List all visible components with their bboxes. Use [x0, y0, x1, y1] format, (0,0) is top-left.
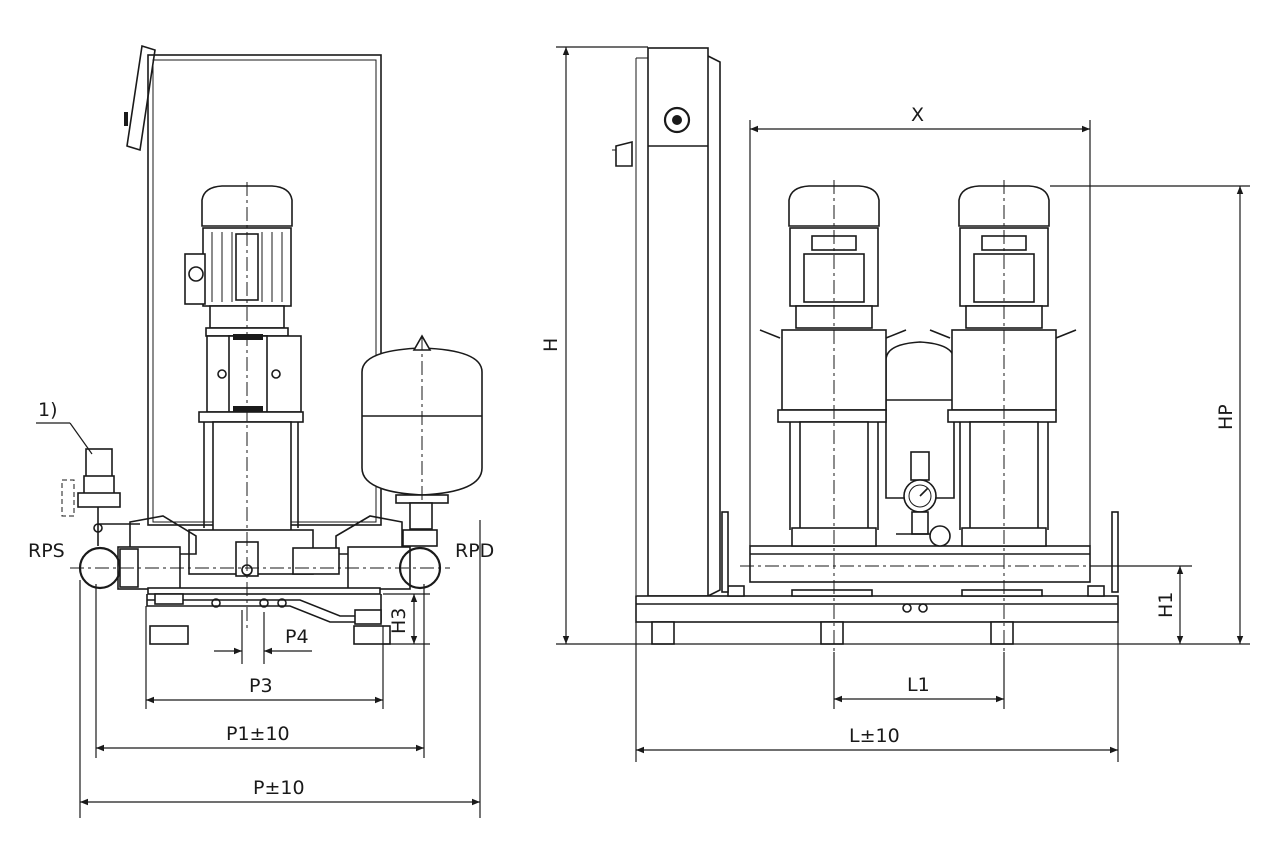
label-hp: HP — [1215, 404, 1237, 430]
label-p1: P1±10 — [226, 723, 290, 745]
side-view: 1) RPS RPD P4 H3 P3 P1±10 P±10 — [28, 44, 494, 818]
label-h1: H1 — [1155, 592, 1177, 618]
side-view-dimension-lines — [80, 594, 480, 806]
pump-1-front — [759, 185, 907, 547]
label-p3: P3 — [249, 675, 273, 697]
label-p4: P4 — [285, 626, 309, 648]
label-note-1: 1) — [38, 399, 58, 421]
label-p: P±10 — [253, 777, 305, 799]
front-view: H X HP H1 L1 L±10 — [540, 46, 1250, 762]
label-x: X — [911, 104, 924, 126]
pump-body-side — [188, 334, 314, 577]
label-rpd: RPD — [455, 540, 494, 562]
item-1-leader — [36, 422, 93, 455]
pressure-gauge-assembly — [896, 451, 951, 547]
base-frame-front — [635, 585, 1119, 645]
label-l1: L1 — [907, 674, 930, 696]
side-view-extension-lines — [79, 520, 481, 818]
control-cabinet-front — [612, 47, 721, 597]
manifold-side — [117, 515, 411, 645]
label-h: H — [540, 338, 562, 352]
label-l: L±10 — [849, 725, 900, 747]
item-1-component — [61, 448, 140, 546]
pump-motor-side — [184, 185, 293, 337]
label-h3: H3 — [388, 608, 410, 634]
label-rps: RPS — [28, 540, 65, 562]
manifold-front — [721, 511, 1119, 593]
front-view-dimension-lines — [562, 47, 1244, 754]
